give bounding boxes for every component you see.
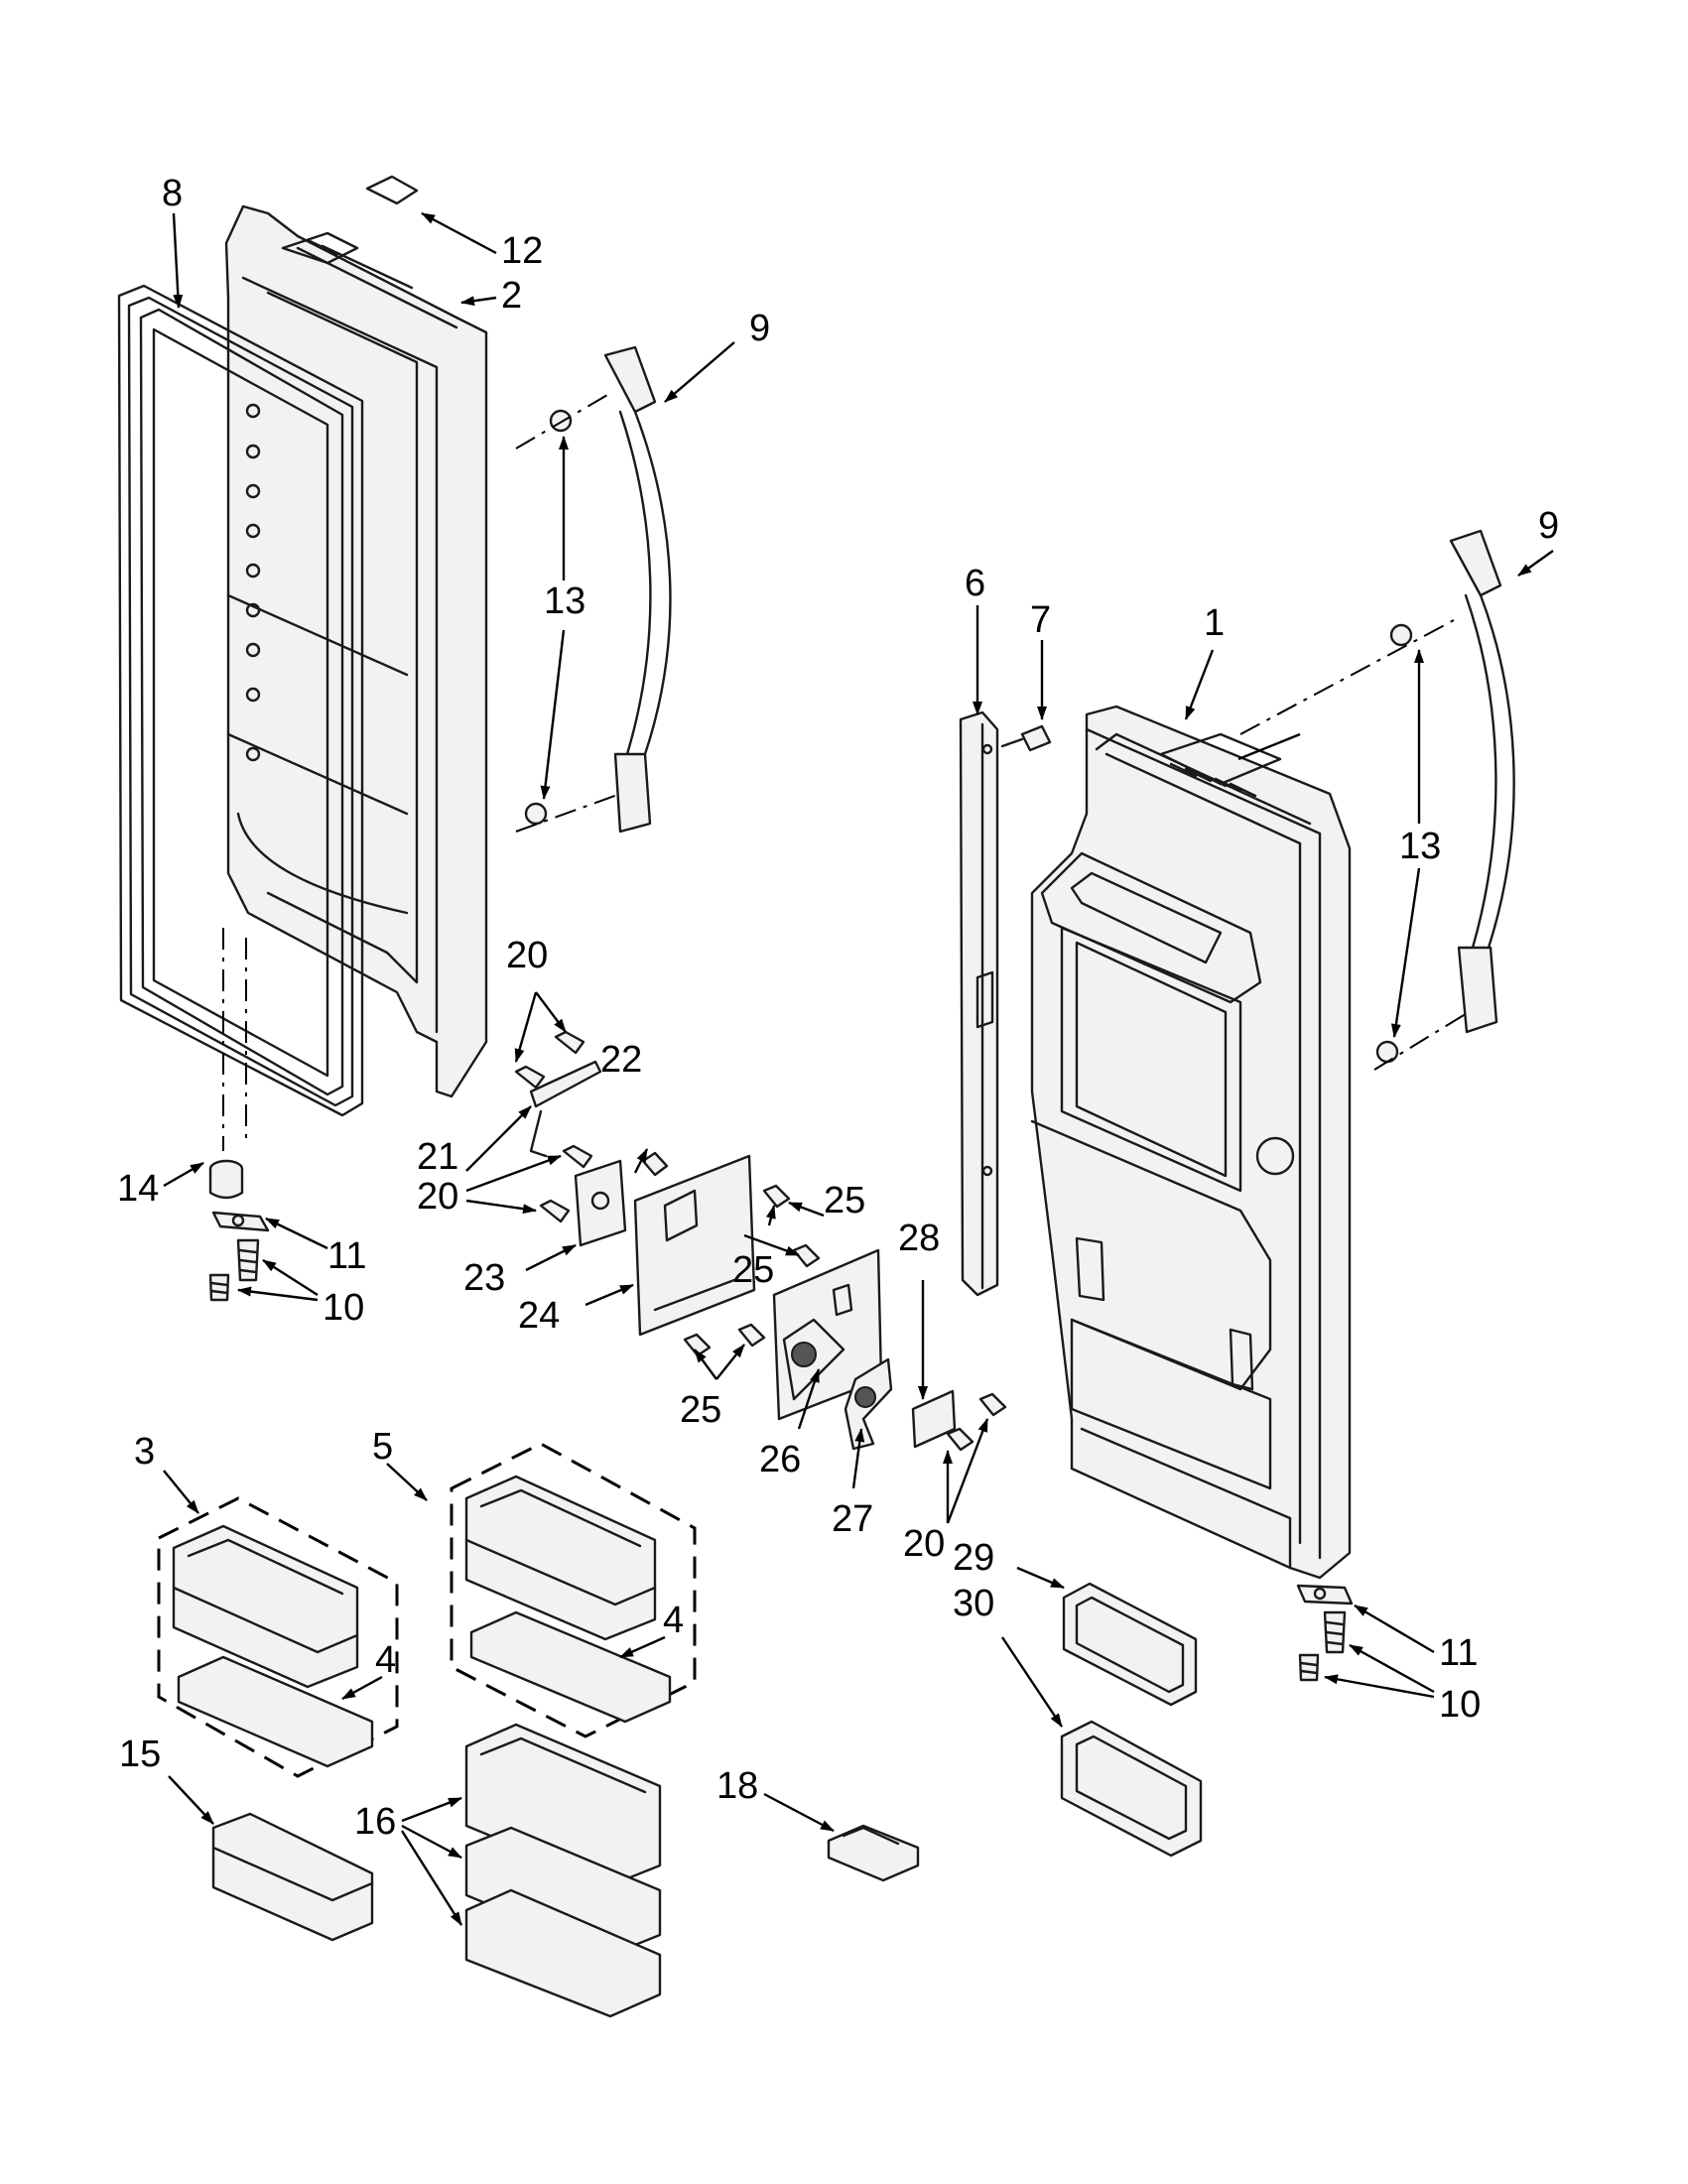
callout-9a: 9 — [749, 308, 770, 349]
leader-lines — [163, 175, 1554, 1926]
damper-control-assembly — [514, 1030, 1007, 1452]
callout-28: 28 — [898, 1218, 940, 1259]
callout-11a: 11 — [327, 1235, 366, 1277]
callout-labels: 1 2 3 4 4 5 6 7 8 9 9 10 10 11 11 12 13 … — [117, 173, 1559, 1843]
callout-4b: 4 — [663, 1600, 684, 1641]
door-trim-strip — [959, 710, 1052, 1297]
dispenser-gasket-parts — [1060, 1582, 1203, 1858]
callout-26: 26 — [759, 1439, 801, 1480]
callout-27: 27 — [832, 1498, 873, 1540]
callout-1: 1 — [1204, 602, 1225, 644]
callout-20b: 20 — [417, 1176, 458, 1218]
callout-4a: 4 — [375, 1639, 396, 1681]
callout-12: 12 — [501, 230, 543, 272]
callout-10a: 10 — [323, 1287, 364, 1329]
left-door-gasket — [117, 284, 364, 1117]
callout-2: 2 — [501, 275, 522, 317]
clip-part — [827, 1824, 920, 1882]
right-door-handle — [1239, 529, 1515, 1071]
callout-18: 18 — [716, 1765, 758, 1807]
callout-29: 29 — [953, 1537, 994, 1579]
door-bin-stack — [464, 1723, 662, 2018]
door-bin-group-right — [450, 1442, 697, 1738]
right-door-assembly — [1030, 705, 1352, 1580]
left-lower-hinge — [208, 928, 270, 1302]
callout-13b: 13 — [1399, 826, 1441, 867]
left-door-liner — [224, 204, 488, 1098]
left-door-handle — [515, 345, 672, 834]
callout-16: 16 — [354, 1801, 396, 1843]
callout-20c: 20 — [903, 1523, 945, 1565]
callout-5: 5 — [372, 1426, 393, 1468]
small-door-bin — [211, 1812, 374, 1942]
callout-20a: 20 — [506, 935, 548, 976]
callout-8: 8 — [162, 173, 183, 214]
callout-25b: 25 — [732, 1249, 774, 1291]
callout-13a: 13 — [544, 580, 585, 622]
callout-25c: 25 — [680, 1389, 721, 1431]
door-bin-group-left — [157, 1496, 399, 1778]
callout-22: 22 — [600, 1039, 642, 1081]
callout-10b: 10 — [1439, 1684, 1481, 1726]
callout-9b: 9 — [1538, 505, 1559, 547]
right-lower-hinge — [1296, 1584, 1354, 1682]
callout-24: 24 — [518, 1295, 560, 1337]
callout-6: 6 — [965, 563, 985, 604]
callout-11b: 11 — [1439, 1632, 1478, 1674]
callout-21: 21 — [417, 1136, 458, 1178]
callout-14: 14 — [117, 1168, 159, 1210]
callout-23: 23 — [463, 1257, 505, 1299]
callout-30: 30 — [953, 1583, 994, 1624]
callout-15: 15 — [119, 1734, 161, 1775]
callout-7: 7 — [1030, 599, 1051, 641]
callout-3: 3 — [134, 1431, 155, 1473]
callout-25a: 25 — [824, 1180, 865, 1221]
